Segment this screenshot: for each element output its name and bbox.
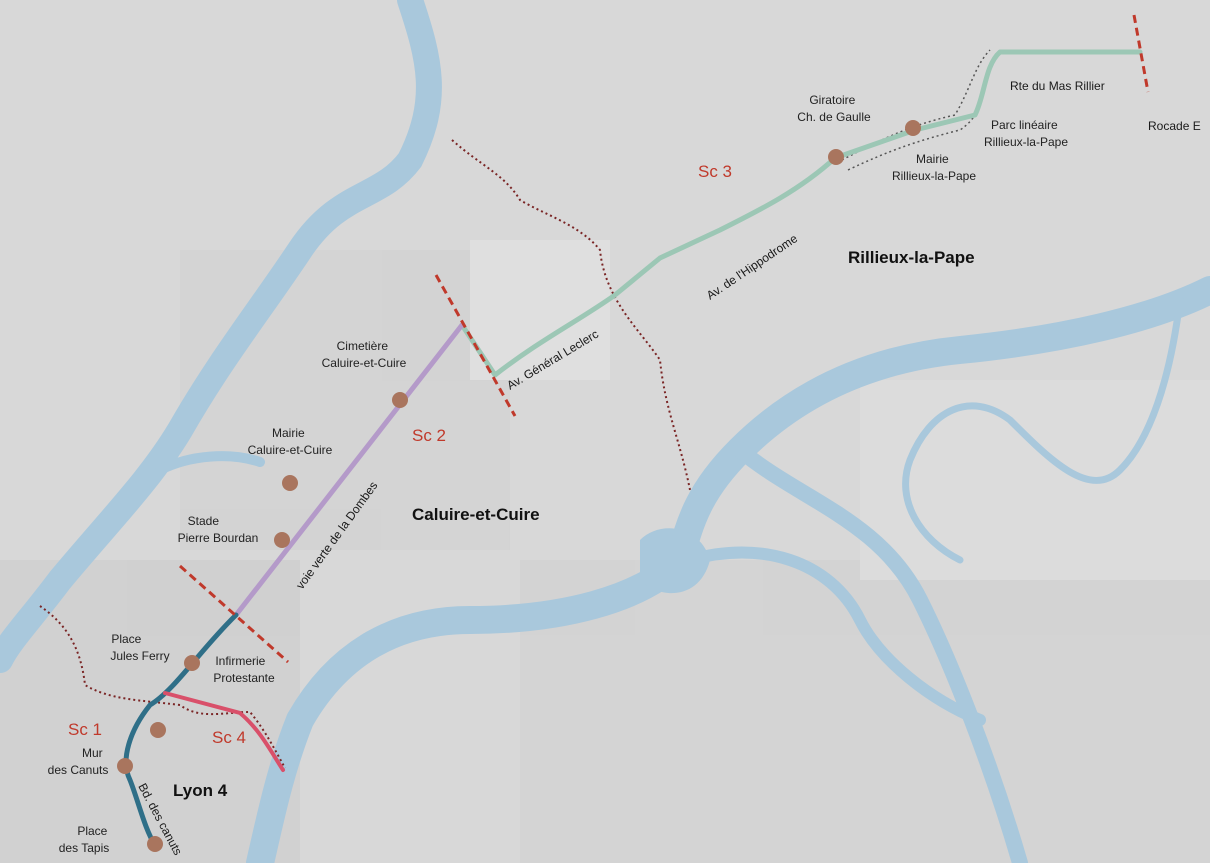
split-marker-rocade (1132, 14, 1150, 93)
scenario-label-sc3: Sc 3 (698, 162, 732, 181)
place-mairie-caluire: Mairie Caluire-et-Cuire (248, 426, 333, 457)
place-parc: Parc linéaire Rillieux-la-Pape (984, 118, 1068, 149)
place-infirmerie-line2: Protestante (213, 671, 275, 685)
stop-mur[interactable] (117, 758, 133, 774)
place-mur-line2: des Canuts (48, 763, 109, 777)
place-mur: Mur des Canuts (48, 746, 109, 777)
boundary-caluire-rillieux (451, 139, 691, 491)
stop-stade[interactable] (274, 532, 290, 548)
split-marker-sc1-sc2 (179, 564, 289, 664)
boundary-parc (841, 49, 996, 171)
place-tapis-line2: des Tapis (59, 841, 109, 855)
urban-texture (0, 240, 1210, 863)
stop-mairie-caluire[interactable] (282, 475, 298, 491)
place-giratoire-line2: Ch. de Gaulle (797, 110, 871, 124)
place-cimetiere-line2: Caluire-et-Cuire (322, 356, 407, 370)
commune-lyon4: Lyon 4 (173, 781, 228, 800)
route-sc4 (163, 691, 285, 772)
place-tapis-line1: Place (77, 824, 107, 838)
river-rhone-channel (732, 442, 1028, 863)
place-mairie-rillieux-line2: Rillieux-la-Pape (892, 169, 976, 183)
place-stade-line2: Pierre Bourdan (178, 531, 259, 545)
river-saone-island (155, 451, 265, 475)
place-mairie-rillieux-line1: Mairie (916, 152, 949, 166)
commune-caluire: Caluire-et-Cuire (412, 505, 540, 524)
river-lake (640, 528, 710, 594)
street-mas-rillier: Rte du Mas Rillier (1010, 79, 1105, 93)
river-rhone-loop (684, 546, 986, 726)
stops (117, 120, 921, 852)
split-marker-sc2-sc3 (434, 274, 517, 417)
place-infirmerie: Infirmerie Protestante (213, 654, 275, 685)
stop-parc[interactable] (905, 120, 921, 136)
place-stade-line1: Stade (188, 514, 220, 528)
place-mairie-caluire-line2: Caluire-et-Cuire (248, 443, 333, 457)
place-giratoire-line1: Giratoire (809, 93, 855, 107)
stop-giratoire[interactable] (828, 149, 844, 165)
place-stade: Stade Pierre Bourdan (178, 514, 259, 545)
stop-sc1[interactable] (150, 722, 166, 738)
place-parc-line2: Rillieux-la-Pape (984, 135, 1068, 149)
place-infirmerie-line1: Infirmerie (215, 654, 265, 668)
commune-rillieux: Rillieux-la-Pape (848, 248, 975, 267)
place-parc-line1: Parc linéaire (991, 118, 1058, 132)
place-jules-ferry-line1: Place (111, 632, 141, 646)
place-mairie-rillieux: Mairie Rillieux-la-Pape (892, 152, 976, 183)
stop-cimetiere[interactable] (392, 392, 408, 408)
route-sc3 (459, 49, 1143, 378)
place-jules-ferry-line2: Jules Ferry (110, 649, 169, 663)
place-cimetiere-line1: Cimetière (337, 339, 389, 353)
stop-jules-ferry[interactable] (184, 655, 200, 671)
river-saone (0, 0, 442, 673)
place-tapis: Place des Tapis (59, 824, 111, 855)
stop-tapis[interactable] (147, 836, 163, 852)
scenario-label-sc1: Sc 1 (68, 720, 102, 739)
street-rocade: Rocade E (1148, 119, 1201, 133)
river-canal (902, 296, 1184, 564)
place-jules-ferry: Place Jules Ferry (110, 632, 169, 663)
boundary-lyon-caluire (39, 605, 286, 769)
place-mur-line1: Mur (82, 746, 103, 760)
place-mairie-caluire-line1: Mairie (272, 426, 305, 440)
place-cimetiere: Cimetière Caluire-et-Cuire (322, 339, 407, 370)
scenario-label-sc2: Sc 2 (412, 426, 446, 445)
route-sc2 (233, 322, 465, 618)
scenario-label-sc4: Sc 4 (212, 728, 246, 747)
place-giratoire: Giratoire Ch. de Gaulle (797, 93, 871, 124)
